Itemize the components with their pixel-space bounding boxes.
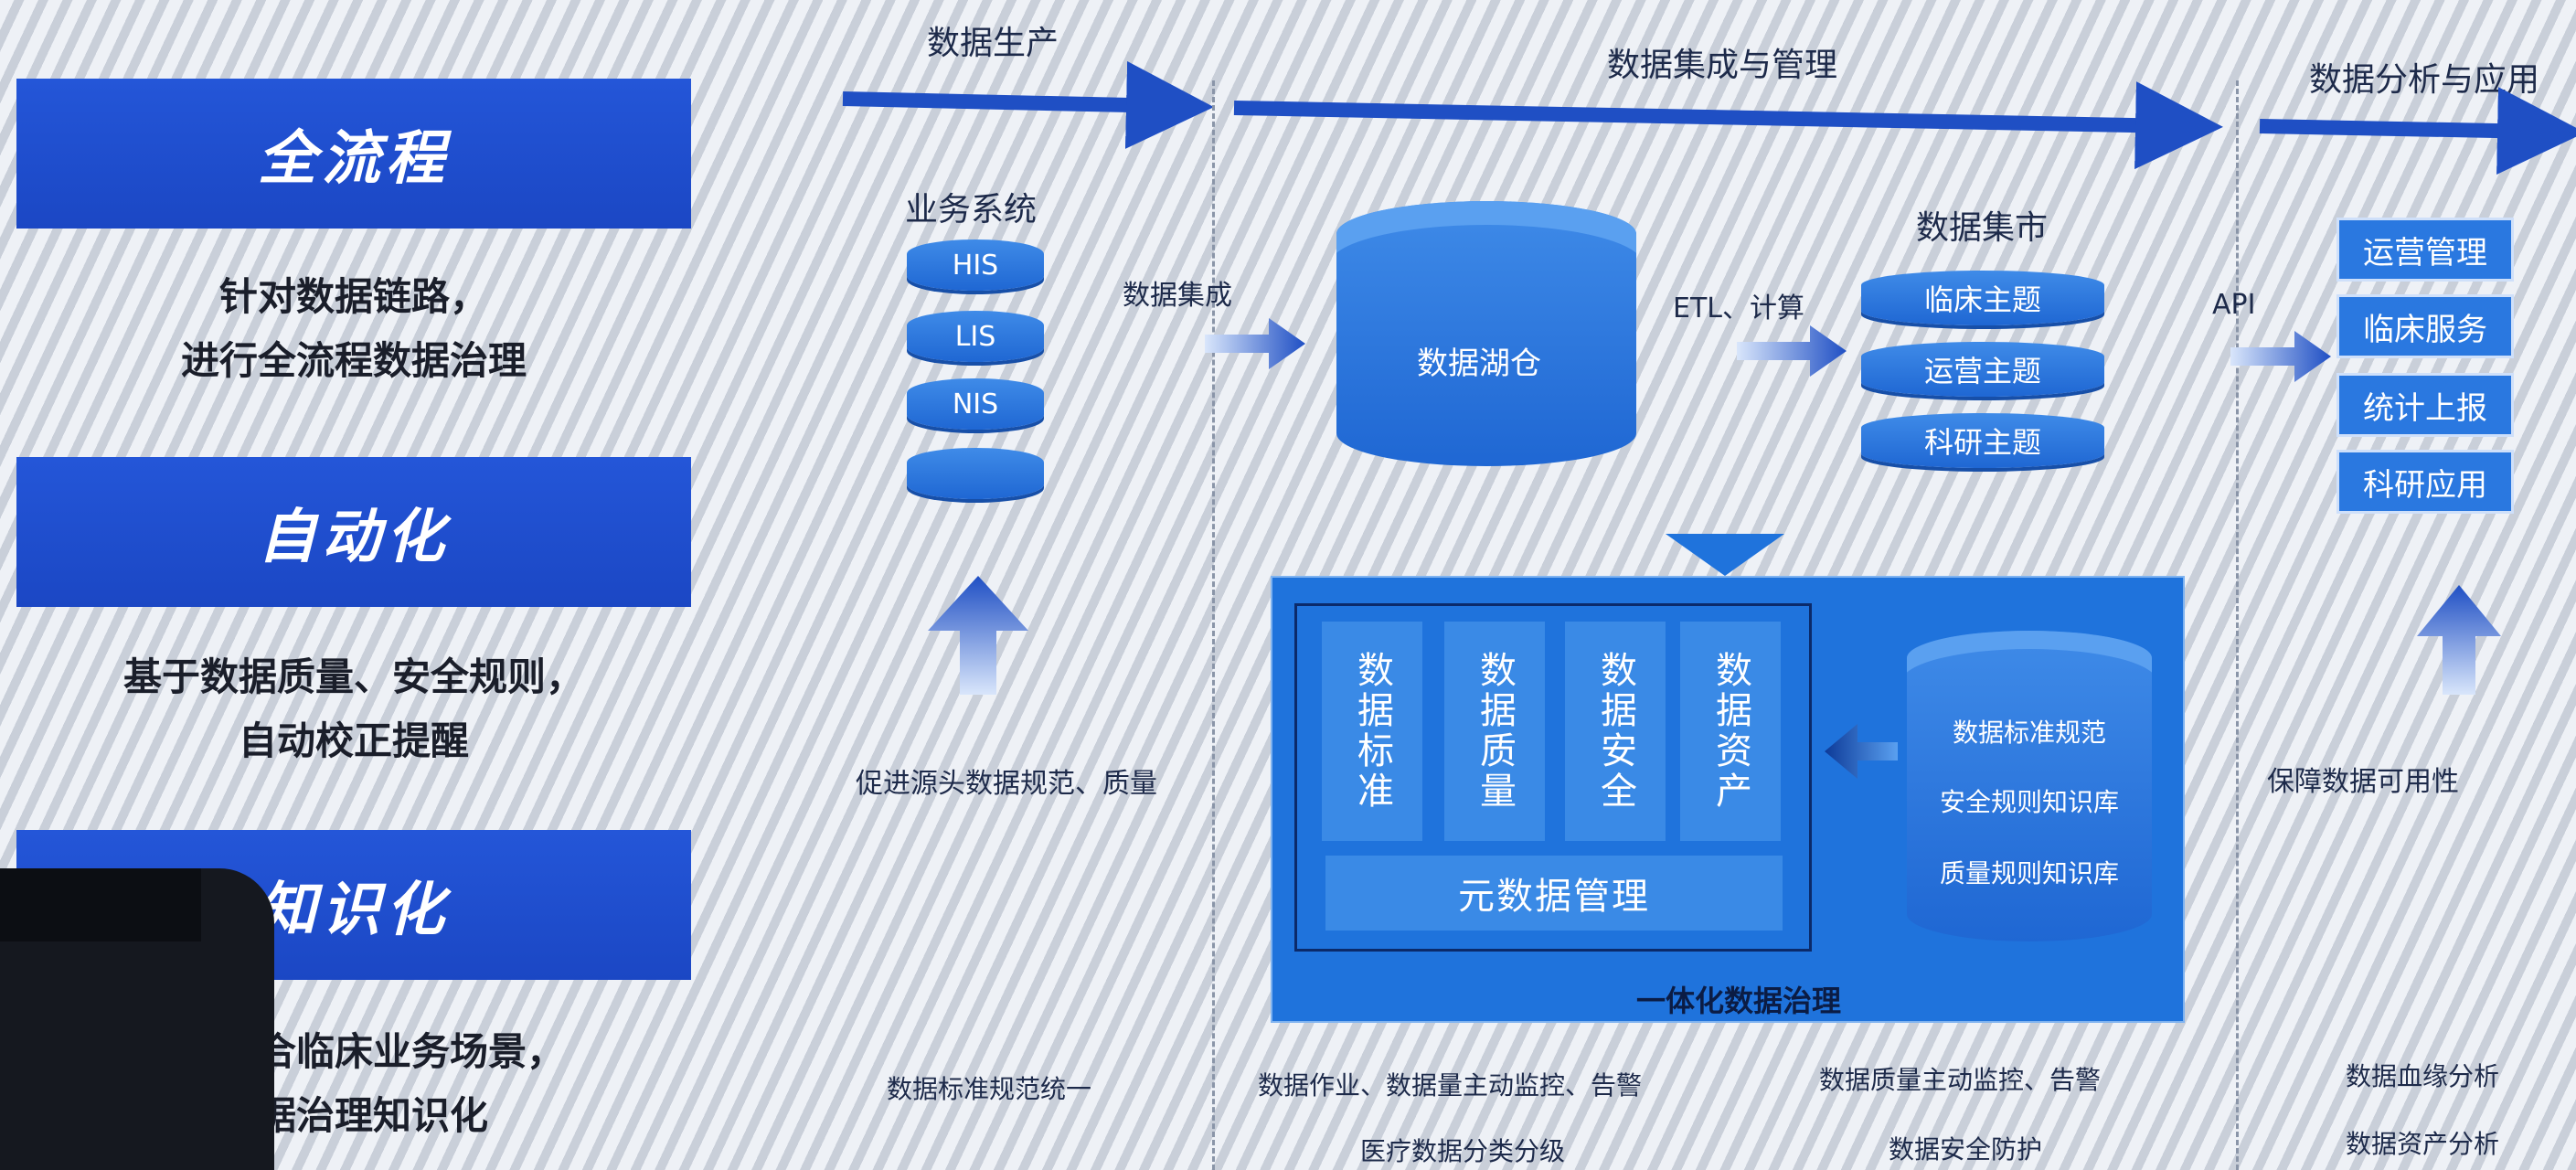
disk-label: HIS bbox=[952, 249, 999, 282]
note-quality-monitor: 数据质量主动监控、告警 bbox=[1819, 1065, 2102, 1095]
phase-arrows bbox=[842, 60, 2576, 176]
note-lineage: 数据血缘分析 bbox=[2346, 1061, 2500, 1091]
app-research: 科研应用 bbox=[2336, 450, 2514, 514]
arrow-production bbox=[842, 60, 1214, 149]
app-label: 统计上报 bbox=[2363, 389, 2487, 427]
note-monitor: 数据作业、数据量主动监控、告警 bbox=[1258, 1070, 1643, 1101]
app-label: 临床服务 bbox=[2363, 311, 2487, 348]
collect-arrow bbox=[1205, 318, 1305, 369]
metadata-management: 元数据管理 bbox=[1325, 856, 1783, 931]
source-footnote: 促进源头数据规范、质量 bbox=[856, 768, 1157, 800]
down-triangle bbox=[1666, 534, 1784, 576]
data-lake-cylinder bbox=[1336, 201, 1636, 466]
desc-line: 针对数据链路， bbox=[218, 274, 488, 319]
rule-quality: 质量规则知识库 bbox=[1939, 858, 2119, 888]
gov-col-quality: 数据质量 bbox=[1444, 622, 1545, 841]
up-arrow-source bbox=[928, 576, 1028, 695]
note-security: 数据安全防护 bbox=[1889, 1134, 2043, 1165]
up-arrow-usability bbox=[2417, 585, 2501, 695]
governance-inner-frame bbox=[1294, 603, 1812, 952]
his-disk: HIS bbox=[907, 239, 1044, 291]
mart-label: 临床主题 bbox=[1923, 282, 2041, 317]
banner-automation: 自动化 bbox=[16, 457, 691, 607]
banner-full-process: 全流程 bbox=[16, 79, 691, 229]
mart-label: 运营主题 bbox=[1923, 354, 2041, 388]
rule-standard: 数据标准规范 bbox=[1952, 718, 2106, 748]
mart-operation: 运营主题 bbox=[1861, 342, 2104, 397]
etl-label: ETL、计算 bbox=[1673, 292, 1804, 324]
business-systems-title: 业务系统 bbox=[905, 191, 1038, 229]
gov-col-standard: 数据标准 bbox=[1322, 622, 1422, 841]
desc-line: 自动校正提醒 bbox=[238, 718, 469, 763]
banner-label: 知识化 bbox=[258, 877, 450, 944]
phase-integration: 数据集成与管理 bbox=[1607, 47, 1838, 84]
etl-arrow bbox=[1737, 325, 1847, 377]
mart-label: 科研主题 bbox=[1923, 425, 2041, 460]
banner-label: 自动化 bbox=[258, 504, 450, 571]
note-asset: 数据资产分析 bbox=[2346, 1129, 2500, 1159]
disk-label: NIS bbox=[952, 388, 999, 420]
rules-cylinder bbox=[1907, 631, 2152, 941]
lis-disk: LIS bbox=[907, 311, 1044, 362]
podium-head bbox=[0, 868, 201, 941]
note-classify: 医疗数据分类分级 bbox=[1360, 1136, 1566, 1166]
note-standard-unify: 数据标准规范统一 bbox=[887, 1074, 1092, 1104]
api-label: API bbox=[2212, 289, 2256, 321]
data-mart-title: 数据集市 bbox=[1916, 209, 2049, 247]
full-process-description: 针对数据链路， 进行全流程数据治理 bbox=[16, 265, 691, 393]
arrow-integration bbox=[1233, 81, 2223, 170]
app-operation: 运营管理 bbox=[2336, 218, 2514, 282]
separator-2 bbox=[2236, 80, 2239, 1170]
blank-disk bbox=[907, 448, 1044, 499]
nis-disk: NIS bbox=[907, 378, 1044, 430]
desc-line: 进行全流程数据治理 bbox=[180, 338, 527, 383]
mart-research: 科研主题 bbox=[1861, 413, 2104, 468]
disk-label: LIS bbox=[954, 320, 996, 353]
collect-label: 数据集成 bbox=[1123, 280, 1232, 312]
gov-col-security: 数据安全 bbox=[1565, 622, 1666, 841]
separator-1 bbox=[1212, 80, 1215, 1170]
app-clinical: 临床服务 bbox=[2336, 294, 2514, 358]
app-statistics: 统计上报 bbox=[2336, 373, 2514, 437]
rule-security: 安全规则知识库 bbox=[1939, 787, 2119, 817]
app-label: 科研应用 bbox=[2363, 466, 2487, 504]
governance-title: 一体化数据治理 bbox=[1636, 984, 1842, 1018]
phase-production: 数据生产 bbox=[927, 25, 1059, 62]
rules-arrow bbox=[1825, 724, 1898, 779]
api-arrow bbox=[2230, 331, 2331, 382]
gov-col-asset: 数据资产 bbox=[1680, 622, 1781, 841]
usability-footnote: 保障数据可用性 bbox=[2267, 766, 2459, 798]
mart-clinical: 临床主题 bbox=[1861, 271, 2104, 325]
desc-line: 基于数据质量、安全规则， bbox=[122, 654, 584, 699]
banner-label: 全流程 bbox=[258, 125, 450, 193]
automation-description: 基于数据质量、安全规则， 自动校正提醒 bbox=[16, 645, 691, 773]
data-lake-label: 数据湖仓 bbox=[1417, 346, 1541, 382]
arrow-analysis bbox=[2259, 87, 2576, 176]
app-label: 运营管理 bbox=[2363, 234, 2487, 271]
